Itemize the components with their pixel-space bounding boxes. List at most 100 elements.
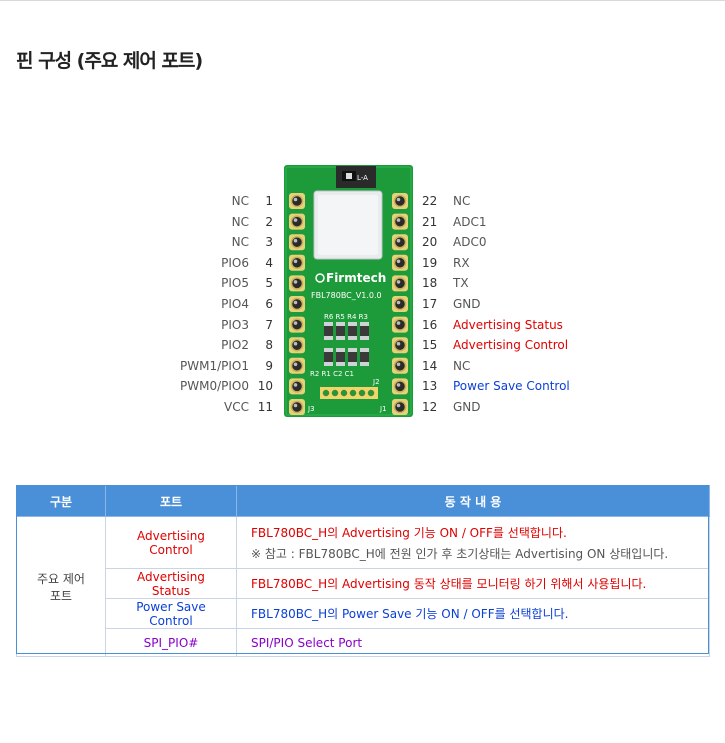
header-pin-highlight [396, 197, 401, 202]
left-pin-name: NC [231, 235, 249, 250]
header-pin-highlight [293, 259, 298, 264]
j1-text: J1 [379, 405, 387, 413]
table-header-row: 구분 포트 동 작 내 용 [16, 485, 710, 517]
header-port: 포트 [105, 485, 237, 517]
header-pin-highlight [396, 218, 401, 222]
header-pin [393, 380, 407, 393]
header-pin-highlight [293, 362, 298, 367]
header-pin-highlight [396, 362, 401, 367]
right-pin-number: 19 [422, 255, 438, 270]
header-pin-highlight [396, 280, 401, 284]
right-pin-name: GND [453, 400, 481, 414]
port-name: Advertising Status [105, 568, 237, 599]
header-pin [393, 338, 407, 352]
right-pin-name: RX [453, 255, 470, 270]
group-label: 주요 제어 포트 [16, 516, 106, 657]
right-pin-name: TX [453, 276, 469, 291]
header-description: 동 작 내 용 [236, 485, 710, 517]
right-pin-name: Advertising Control [453, 338, 569, 353]
left-pin-name: PIO3 [221, 317, 249, 332]
header-pin-highlight [293, 300, 298, 305]
header-pin-highlight [293, 341, 298, 346]
header-pin [290, 235, 304, 249]
header-pin-highlight [293, 383, 298, 387]
left-pin-name: PIO6 [221, 255, 249, 270]
header-pin [393, 277, 407, 290]
port-name: SPI_PIO# [105, 628, 237, 657]
left-pin-number: 11 [257, 400, 273, 414]
right-pin-number: 14 [422, 358, 438, 373]
left-pin-number: 1 [265, 194, 273, 208]
header-pin [290, 380, 304, 393]
header-pin-highlight [293, 280, 298, 284]
header-pin-highlight [396, 321, 401, 325]
right-pin-number: 15 [422, 338, 438, 353]
header-pin [290, 256, 304, 270]
header-pin [290, 318, 304, 331]
header-pin [393, 359, 407, 373]
port-description: FBL780BC_H의 Advertising 기능 ON / OFF를 선택합… [236, 516, 710, 569]
header-pin [290, 338, 304, 352]
port-name: Advertising Control [105, 516, 237, 569]
port-description: FBL780BC_H의 Advertising 동작 상태를 모니터링 하기 위… [236, 568, 710, 599]
header-pin-highlight [293, 238, 298, 243]
right-pin-name: Power Save Control [453, 379, 570, 394]
header-pin [393, 215, 407, 228]
header-pin [393, 400, 407, 414]
right-pin-number: 16 [422, 317, 438, 332]
right-pin-name: NC [453, 194, 471, 208]
header-pin-highlight [396, 259, 401, 264]
description-note: ※ 참고 : FBL780BC_H에 전원 인가 후 초기상태는 Adverti… [251, 546, 669, 561]
right-pin-number: 22 [422, 194, 438, 208]
header-category: 구분 [16, 485, 106, 517]
right-pin-number: 12 [422, 400, 438, 414]
right-pin-number: 17 [422, 297, 438, 311]
header-pin [290, 215, 304, 228]
left-pin-number: 5 [265, 276, 273, 291]
left-header-pins [289, 193, 305, 415]
left-pin-name: NC [231, 194, 249, 208]
left-pin-number: 6 [265, 297, 273, 311]
switch-label: L-A [357, 174, 368, 182]
right-pin-number: 21 [422, 214, 438, 229]
header-pin [290, 359, 304, 373]
left-pin-number: 2 [265, 214, 273, 229]
left-pin-number: 8 [265, 338, 273, 353]
header-pin [393, 318, 407, 331]
header-pin [290, 297, 304, 311]
pin-row: PIO4 6 17 GND [0, 294, 725, 314]
header-pin [393, 235, 407, 249]
header-pin-highlight [293, 197, 298, 202]
j3-text: J3 [307, 405, 315, 413]
header-pin-highlight [396, 341, 401, 346]
module-board-image: L-A Firmtech FBL780BC_V1.0.0 R6 R5 R4 R3… [284, 165, 413, 417]
right-pin-name: ADC0 [453, 235, 487, 250]
port-description: SPI/PIO Select Port [236, 628, 710, 657]
header-pin-highlight [293, 403, 298, 408]
left-pin-number: 3 [265, 235, 273, 250]
port-description: FBL780BC_H의 Power Save 기능 ON / OFF를 선택합니… [236, 598, 710, 629]
table-row: Advertising Status FBL780BC_H의 Advertisi… [17, 568, 710, 599]
header-pin-highlight [396, 403, 401, 408]
table-row: 주요 제어 포트 Advertising Control FBL780BC_H의… [16, 516, 710, 657]
right-header-pins [392, 193, 408, 415]
right-pin-name: NC [453, 358, 471, 373]
pin-row: PIO2 8 15 Advertising Control [0, 335, 725, 355]
left-pin-name: PIO2 [221, 338, 249, 353]
top-divider [0, 0, 725, 1]
header-pin-highlight [396, 300, 401, 305]
resistors-bottom-text: R2 R1 C2 C1 [310, 370, 354, 378]
brand-text: Firmtech [326, 271, 386, 285]
left-pin-name: PIO4 [221, 297, 249, 311]
header-pin-highlight [293, 218, 298, 222]
right-pin-number: 18 [422, 276, 438, 291]
model-text: FBL780BC_V1.0.0 [311, 291, 382, 300]
port-table: 구분 포트 동 작 내 용 주요 제어 포트 Advertising Contr… [16, 485, 710, 657]
right-pin-name: GND [453, 297, 481, 311]
header-pin-highlight [396, 383, 401, 387]
left-pin-number: 4 [265, 255, 273, 270]
